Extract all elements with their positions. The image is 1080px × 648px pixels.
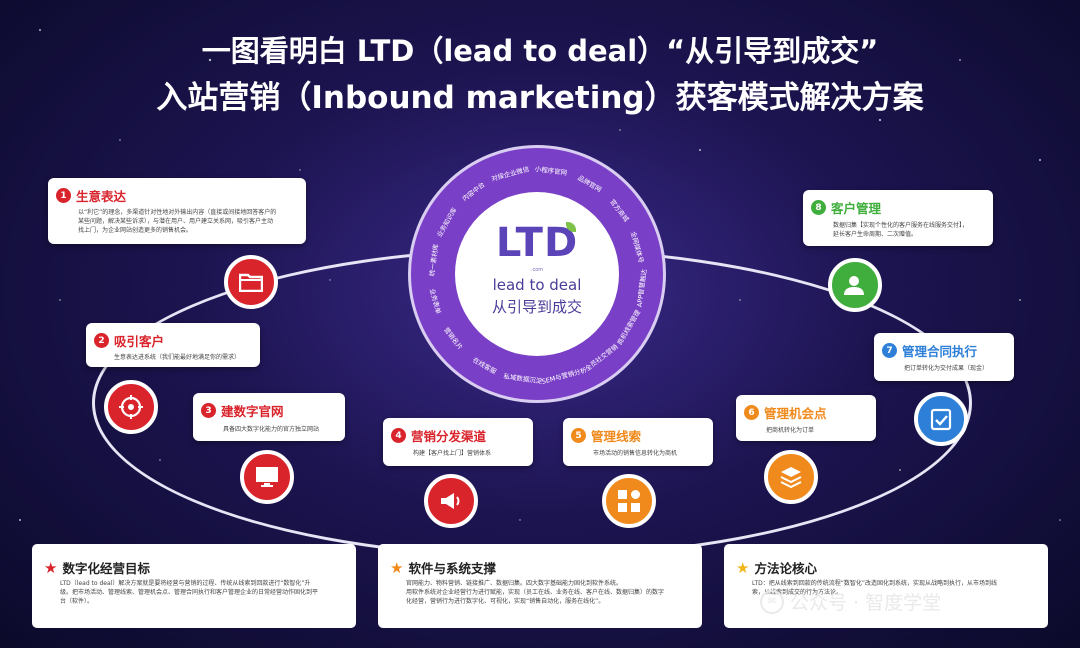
ltd-hub-center: LTD .com lead to deal 从引导到成交 [455,192,619,356]
ltd-logo-domain: .com [530,267,544,273]
step-card-4: 4 营销分发渠道 构建【客户找上门】营销体系 [383,418,533,466]
step-card-2: 2 吸引客户 生意表达进系统（我们能最好地满足你的需求） [86,323,260,367]
step-number: 3 [201,403,216,418]
bottom-card-software: ★ 软件与系统支撑 官网能力、物料营销、链接推广、数据归集。四大数字基础能力固化到… [378,544,702,628]
step-card-8: 8 客户管理 数据归集【实现个性化的客户服务在线服务交付】， 延长客户生命周期、二… [803,190,993,246]
step-card-3: 3 建数字官网 具备四大数字化能力的官方独立网站 [193,393,345,441]
step-title: 建数字官网 [221,404,284,419]
step-desc: 把订单转化为交付成果（现金） [904,365,989,372]
grid-icon [602,474,656,528]
user-icon [828,258,882,312]
hub-chinese: 从引导到成交 [491,298,582,316]
monitor-icon [240,450,294,504]
step-desc: 某些问题，解决某些诉求），与潜在用户、用户建立关系网，吸引客户主动 [78,218,274,225]
bottom-card-text: 台（软件）。 [60,598,94,605]
step-desc: 市场活动的销售信息转化为商机 [593,450,678,457]
checklist-icon [914,392,968,446]
step-card-6: 6 管理机会点 把商机转化为订单 [736,395,876,441]
step-card-5: 5 管理线索 市场活动的销售信息转化为商机 [563,418,713,466]
bottom-card-text: LTD（lead to deal）解决方案就是要将经营与营销的过程、传统从线索到… [60,580,311,587]
step-desc: 构建【客户找上门】营销体系 [413,450,492,457]
layers-icon [764,450,818,504]
step-desc: 找上门，为企业网站创造更多的销售机会。 [78,227,193,234]
page-title-line1: 一图看明白 LTD（lead to deal）“从引导到成交” [201,34,879,68]
bottom-card-text: 索，从线索到成交的行为方法论。 [752,589,843,596]
step-number: 2 [94,333,109,348]
bottom-card-text: 化经营，营销行为进行数字化、可视化，实现“销售自动化，服务在线化”。 [406,598,605,605]
step-number: 8 [811,200,826,215]
step-title: 客户管理 [831,201,882,216]
step-number: 6 [744,405,759,420]
step-card-1: 1 生意表达 以“利它”的理念，多渠道针对性地对外输出内容（直接或间接地回答客户的… [48,178,306,244]
page-title-line2: 入站营销（Inbound marketing）获客模式解决方案 [156,80,924,116]
step-desc: 具备四大数字化能力的官方独立网站 [223,426,320,433]
step-desc: 数据归集【实现个性化的客户服务在线服务交付】， [833,222,969,229]
star-icon: ★ [390,558,404,577]
star-icon: ★ [736,558,750,577]
target-icon [104,380,158,434]
step-title: 管理线索 [591,429,642,444]
step-desc: 生意表达进系统（我们能最好地满足你的需求） [114,354,241,361]
ltd-logo: LTD [495,220,579,266]
star-icon: ★ [44,558,58,577]
leaf-icon [566,222,576,232]
hub-english: lead to deal [492,276,582,294]
wechat-icon: ✉ [760,589,784,614]
bottom-card-text: 用软件系统对企业经营行为进行赋能，实现（员工在线、业务在线、客户在线、数据归集）… [406,589,665,596]
step-number: 1 [56,188,71,203]
step-desc: 把商机转化为订单 [766,427,815,434]
bottom-card-title: 方法论核心 [754,561,817,576]
step-number: 7 [882,343,897,358]
bottom-card-text: LTD：把从线索到回款的传统流程“数智化”改造固化到系统，实现从战略到执行，从市… [752,580,998,587]
watermark: ✉ 公众号 · 智度学堂 [760,588,941,615]
step-title: 管理机会点 [764,406,827,421]
step-title: 管理合同执行 [902,344,978,359]
bottom-card-title: 软件与系统支撑 [408,561,496,576]
step-card-7: 7 管理合同执行 把订单转化为交付成果（现金） [874,333,1014,381]
bottom-card-goal: ★ 数字化经营目标 LTD（lead to deal）解决方案就是要将经营与营销的… [32,544,356,628]
step-desc: 延长客户生命周期、二次赠值。 [833,231,918,238]
folder-icon [224,255,278,309]
step-number: 4 [391,428,406,443]
step-title: 营销分发渠道 [411,429,487,444]
step-desc: 以“利它”的理念，多渠道针对性地对外输出内容（直接或间接地回答客户的 [78,209,277,216]
bottom-card-text: 官网能力、物料营销、链接推广、数据归集。四大数字基础能力固化到软件系统。 [406,580,623,587]
step-title: 生意表达 [76,189,127,204]
megaphone-icon [424,474,478,528]
bottom-card-title: 数字化经营目标 [62,561,150,576]
watermark-text: 公众号 · 智度学堂 [790,592,942,614]
bottom-card-method: ★ 方法论核心 LTD：把从线索到回款的传统流程“数智化”改造固化到系统，实现从战… [724,544,1048,628]
step-title: 吸引客户 [114,334,165,349]
bottom-card-text: 级。把市场活动、管理线索、管理机会点、管理合同执行和客户管理企业的日常经营动作固… [60,589,319,596]
step-number: 5 [571,428,586,443]
